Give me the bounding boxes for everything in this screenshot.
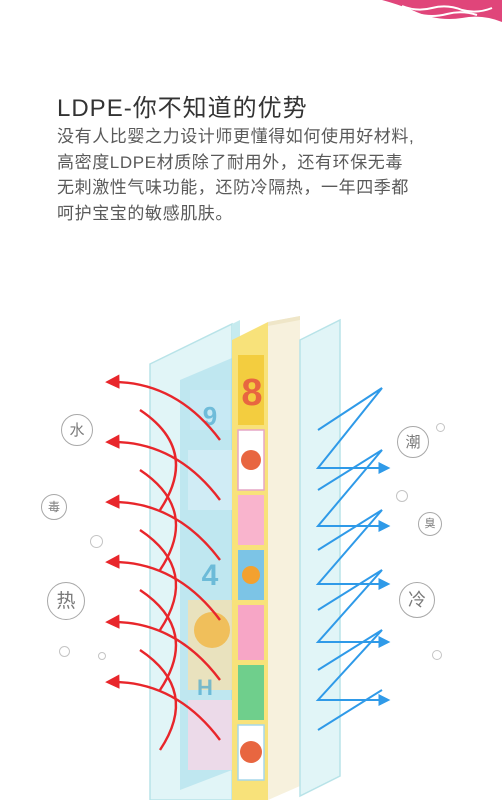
description-line: 高密度LDPE材质除了耐用外，还有环保无毒 (57, 152, 404, 172)
description-line: 无刺激性气味功能，还防冷隔热，一年四季都 (57, 178, 409, 197)
cold-label: 冷 (408, 590, 426, 610)
corner-decoration (382, 0, 502, 22)
mat-illustration: 8 9 4 H (105, 316, 391, 801)
toxic-badge: 毒 (41, 494, 67, 520)
bubble (90, 535, 103, 548)
odor-label: 臭 (424, 517, 436, 530)
foam-core-layer (268, 316, 300, 800)
mat-layer-diagram: 8 9 4 H (0, 300, 502, 801)
heat-badge: 热 (47, 582, 85, 620)
humid-badge: 潮 (397, 426, 429, 458)
bubble (396, 490, 408, 502)
heat-label: 热 (56, 590, 76, 612)
cold-badge: 冷 (399, 582, 435, 618)
bubble (432, 650, 442, 660)
mat-front-panel (232, 322, 268, 800)
mat-print-layer (180, 358, 232, 790)
mat-letter-h: H (197, 675, 213, 700)
blue-arrows (315, 387, 391, 731)
bubble (98, 652, 106, 660)
water-badge: 水 (61, 414, 93, 446)
mat-number-4: 4 (202, 559, 219, 592)
description-line: 呵护宝宝的敏感肌肤。 (57, 203, 233, 223)
bubble (59, 646, 70, 657)
headline: LDPE-你不知道的优势 (57, 95, 308, 122)
water-label: 水 (69, 421, 85, 439)
toxic-label: 毒 (47, 500, 60, 514)
odor-badge: 臭 (418, 512, 442, 536)
film-layer-right (299, 318, 341, 798)
description-line: 没有人比婴之力设计师更懂得如何使用好材料, (57, 127, 415, 146)
mat-number-8: 8 (241, 372, 262, 414)
humid-label: 潮 (405, 433, 421, 451)
red-arrows (105, 374, 221, 751)
bubble (436, 423, 445, 432)
description: 没有人比婴之力设计师更懂得如何使用好材料, 高密度LDPE材质除了耐用外，还有环… (57, 124, 467, 226)
